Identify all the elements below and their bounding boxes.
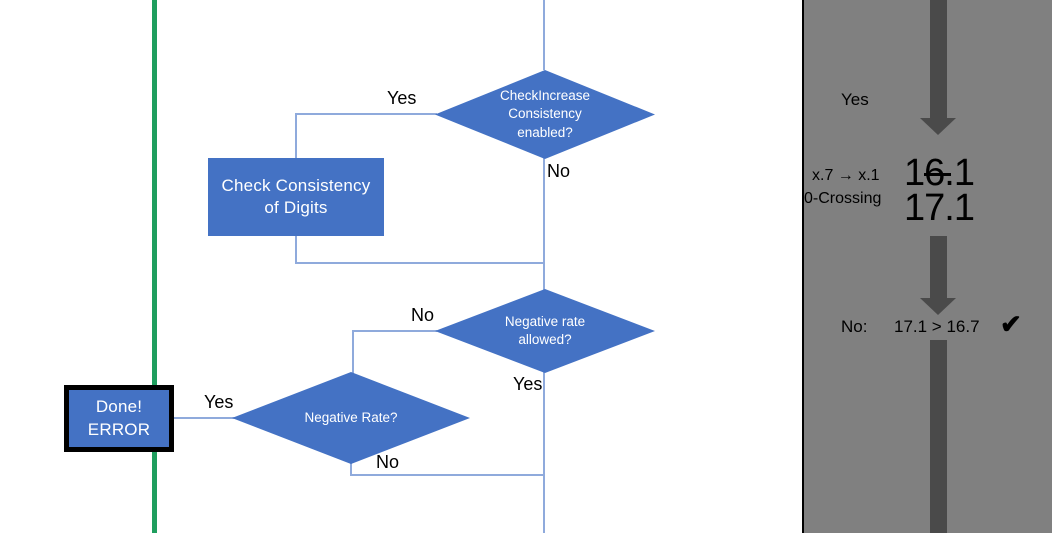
done-error-line2: ERROR: [87, 419, 151, 439]
panel-annotation-line2: 0-Crossing: [804, 190, 882, 207]
connector-negrate-no-down: [350, 462, 352, 476]
connector-negallowed-no-down: [352, 330, 354, 374]
connector-negallowed-no-left: [352, 330, 437, 332]
annotation-panel: Yes x.7 → x.1 0-Crossing 16.1 17.1 No: 1…: [802, 0, 1052, 533]
connector-checkincrease-no-down: [543, 158, 545, 264]
edge-label-checkincrease-yes: Yes: [387, 88, 417, 108]
panel-arrow-1-shaft: [930, 0, 947, 119]
decision-check-increase-consistency[interactable]: CheckIncrease Consistency enabled?: [435, 70, 655, 159]
connector-spine-top: [543, 0, 545, 70]
edge-label-negallowed-yes: Yes: [513, 374, 543, 394]
panel-annotation-line1: x.7 → x.1: [812, 167, 880, 184]
connector-negrate-no-right: [350, 474, 545, 476]
decision-negative-rate-allowed[interactable]: Negative rate allowed?: [435, 289, 655, 373]
panel-arrow-1-head: [920, 118, 956, 135]
terminator-done-error[interactable]: Done! ERROR: [64, 385, 174, 452]
panel-result-comparison: 17.1 > 16.7: [894, 317, 980, 336]
connector-checkincrease-yes-down: [295, 113, 297, 159]
connector-negrate-yes-left: [173, 417, 235, 419]
panel-result-check-icon: ✔: [1000, 309, 1022, 339]
diamond-shape-negative-rate-allowed: [435, 289, 655, 373]
panel-value-struck-strikethrough: [924, 173, 951, 176]
decision-negative-rate[interactable]: Negative Rate?: [232, 372, 470, 464]
connector-negallowed-yes-down: [543, 372, 545, 475]
connector-spine-mid: [543, 262, 545, 290]
connector-consistency-bottom-down: [295, 236, 297, 264]
diamond-shape-negative-rate: [232, 372, 470, 464]
connector-checkincrease-yes-left: [295, 113, 437, 115]
connector-consistency-to-spine: [295, 262, 545, 264]
diamond-shape-check-increase: [435, 70, 655, 159]
edge-label-checkincrease-no: No: [547, 161, 571, 181]
process-check-consistency-of-digits[interactable]: Check Consistency of Digits: [208, 158, 384, 236]
done-error-line1: Done!: [95, 397, 143, 417]
panel-value-current: 17.1: [904, 187, 975, 229]
panel-arrow-2-head: [920, 298, 956, 315]
green-divider-line: [152, 0, 157, 533]
panel-arrow-3-shaft: [930, 340, 947, 533]
check-consistency-line2: of Digits: [264, 198, 328, 217]
edge-label-negallowed-no: No: [411, 305, 435, 325]
check-consistency-line1: Check Consistency: [221, 175, 371, 195]
panel-yes-label: Yes: [841, 90, 869, 109]
edge-label-negrate-yes: Yes: [204, 392, 234, 412]
panel-result-prefix: No:: [841, 317, 868, 336]
edge-label-negrate-no: No: [376, 452, 400, 472]
panel-arrow-2-shaft: [930, 236, 947, 299]
connector-spine-bottom: [543, 474, 545, 533]
